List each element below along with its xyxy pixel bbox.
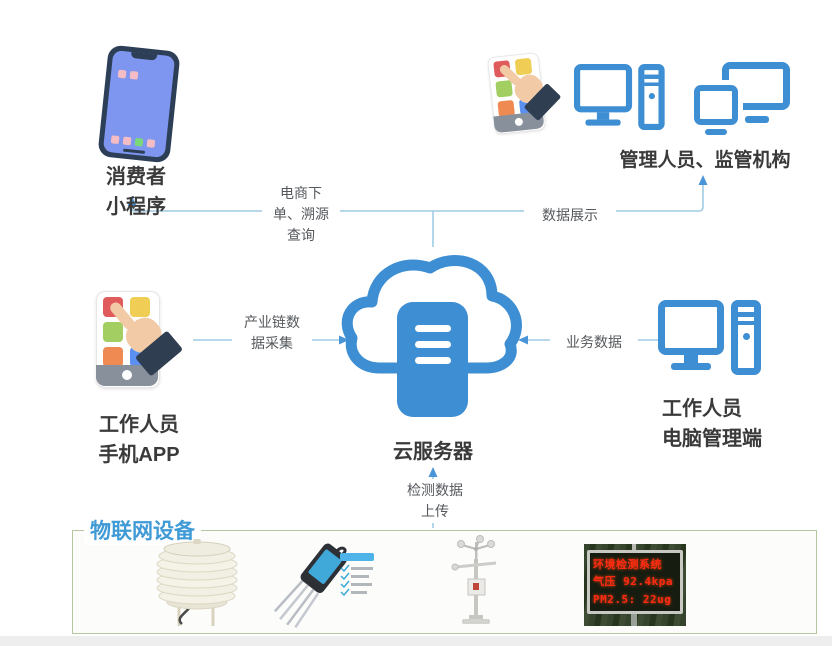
smartphone-icon [97, 44, 181, 164]
edge-label-data-display: 数据展示 [524, 204, 616, 227]
led-line-1: 环境检测系统 [593, 558, 662, 572]
cloud-server-icon [341, 255, 522, 417]
edge-label-business-data: 业务数据 [550, 331, 638, 354]
led-pole [631, 614, 637, 626]
soil-moisture-sensor-image [273, 543, 374, 629]
desktop-computer-icon [658, 300, 763, 378]
bottom-strip [0, 636, 832, 646]
weather-station-image [451, 535, 497, 624]
led-display-board-image: 环境检测系统 气压 92.4kpa PM2.5: 22ug [584, 544, 686, 626]
led-antenna-icon [632, 544, 636, 551]
worker-pc-node-label: 工作人员 电脑管理端 [662, 398, 762, 450]
consumer-node-label: 消费者 小程序 [106, 166, 166, 218]
worker-app-node-label: 工作人员 手机APP [98, 414, 180, 466]
dual-monitors-icon [694, 58, 794, 135]
desktop-computer-icon [574, 64, 666, 133]
phone-touch-icon [487, 48, 567, 135]
monitor-icon [694, 85, 738, 125]
managers-node-label: 管理人员、监管机构 [619, 150, 791, 171]
louver-shield-sensor-image [156, 539, 238, 626]
led-line-3: PM2.5: 22ug [593, 592, 672, 606]
monitor-icon [574, 64, 633, 113]
phone-touch-icon [96, 289, 186, 389]
monitor-icon [658, 300, 724, 355]
edge-label-order-trace: 电商下 单、溯源 查询 [262, 182, 340, 247]
iot-box-title: 物联网设备 [84, 515, 201, 545]
edge-label-monitor-upload: 检测数据 上传 [396, 479, 474, 523]
led-screen: 环境检测系统 气压 92.4kpa PM2.5: 22ug [590, 553, 680, 611]
cloud-node-label: 云服务器 [393, 441, 473, 463]
led-frame: 环境检测系统 气压 92.4kpa PM2.5: 22ug [587, 550, 683, 614]
edge-label-chain-collect: 产业链数 据采集 [232, 311, 312, 355]
pc-tower-icon [731, 300, 761, 375]
led-line-2: 气压 92.4kpa [593, 575, 673, 589]
